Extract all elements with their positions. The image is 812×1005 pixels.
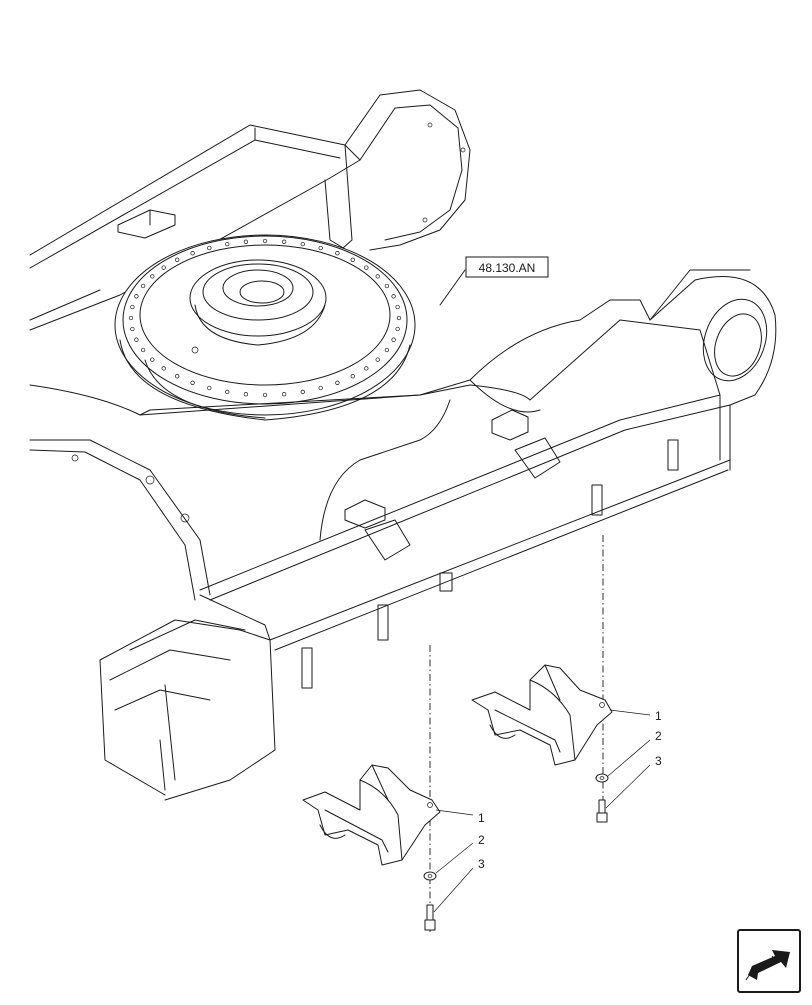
- bearing-bolt-hole: [281, 239, 287, 244]
- bearing-bolt-hole: [395, 304, 400, 310]
- bearing-bolt-hole: [384, 347, 390, 353]
- callout-number: 2: [478, 833, 485, 847]
- bearing-bolt-hole: [207, 385, 212, 391]
- bearing-bolt-hole: [190, 251, 195, 256]
- bearing-bolt-hole: [134, 337, 139, 342]
- reference-leader: [439, 269, 466, 306]
- bearing-bolt-hole: [335, 380, 340, 385]
- bearing-bolt-hole: [350, 257, 355, 262]
- washer-lower: [423, 871, 437, 881]
- callout-number: 1: [478, 811, 485, 825]
- callout-number: 3: [655, 754, 662, 768]
- bolt-lower: [424, 904, 436, 931]
- callout-bolt-upper: 3: [605, 754, 662, 809]
- callout-guide-upper: 1: [609, 709, 662, 723]
- swing-bearing-ring: [114, 234, 416, 421]
- bearing-bolt-hole: [175, 374, 180, 379]
- callout-number: 2: [655, 729, 662, 743]
- callout-washer-upper: 2: [607, 729, 662, 777]
- bearing-bolt-hole: [130, 304, 135, 310]
- bolt-upper: [596, 799, 608, 823]
- bearing-bolt-hole: [384, 283, 390, 289]
- bearing-bolt-hole: [161, 366, 166, 371]
- track-guide-lower: [302, 764, 441, 866]
- callout-number: 3: [478, 857, 485, 871]
- bearing-bolt-hole: [300, 389, 305, 395]
- bearing-bolt-hole: [375, 274, 380, 279]
- bearing-bolt-hole: [391, 337, 396, 342]
- section-reference[interactable]: 48.130.AN: [439, 256, 549, 306]
- callout-number: 1: [655, 709, 662, 723]
- bearing-bolt-hole: [140, 283, 146, 289]
- bearing-bolt-hole: [391, 294, 396, 299]
- bearing-bolt-hole: [318, 245, 323, 251]
- reference-label: 48.130.AN: [479, 261, 536, 275]
- bearing-bolt-hole: [140, 347, 146, 353]
- callout-bolt-lower: 3: [433, 857, 485, 913]
- bearing-bolt-hole: [128, 315, 134, 321]
- bearing-bolt-hole: [300, 241, 305, 247]
- bearing-bolt-hole: [134, 294, 139, 299]
- bearing-bolt-hole: [364, 366, 369, 371]
- bearing-bolt-hole: [364, 265, 369, 270]
- bearing-bolt-hole: [243, 239, 249, 244]
- bearing-bolt-hole: [318, 385, 323, 391]
- bearing-bolt-hole: [175, 257, 180, 262]
- bearing-bolt-hole: [190, 380, 195, 385]
- bearing-bolt-hole: [375, 357, 380, 362]
- bearing-bolt-hole: [262, 392, 268, 398]
- bearing-bolt-hole: [225, 241, 230, 247]
- track-guide-upper: [471, 664, 613, 766]
- next-page-arrow-icon[interactable]: [737, 929, 801, 993]
- bearing-bolt-hole: [207, 245, 212, 251]
- bearing-bolt-hole: [150, 357, 155, 362]
- bearing-bolt-hole: [150, 274, 155, 279]
- reference-box[interactable]: [465, 256, 549, 278]
- callout-washer-lower: 2: [435, 833, 485, 874]
- bearing-bolt-hole: [225, 389, 230, 395]
- bearing-bolt-hole: [396, 315, 402, 321]
- washer-upper: [595, 773, 609, 783]
- bearing-bolt-hole: [281, 392, 287, 397]
- callout-guide-lower: 1: [435, 809, 485, 825]
- main-track-frame: [29, 269, 777, 801]
- bearing-bolt-hole: [395, 326, 400, 332]
- upper-track-frame: [29, 89, 471, 331]
- bearing-bolt-hole: [161, 265, 166, 270]
- bearing-bolt-hole: [130, 326, 135, 332]
- bearing-bolt-hole: [243, 392, 249, 397]
- bearing-bolt-hole: [262, 238, 268, 244]
- bearing-bolt-hole: [350, 374, 355, 379]
- bearing-bolt-hole: [335, 251, 340, 256]
